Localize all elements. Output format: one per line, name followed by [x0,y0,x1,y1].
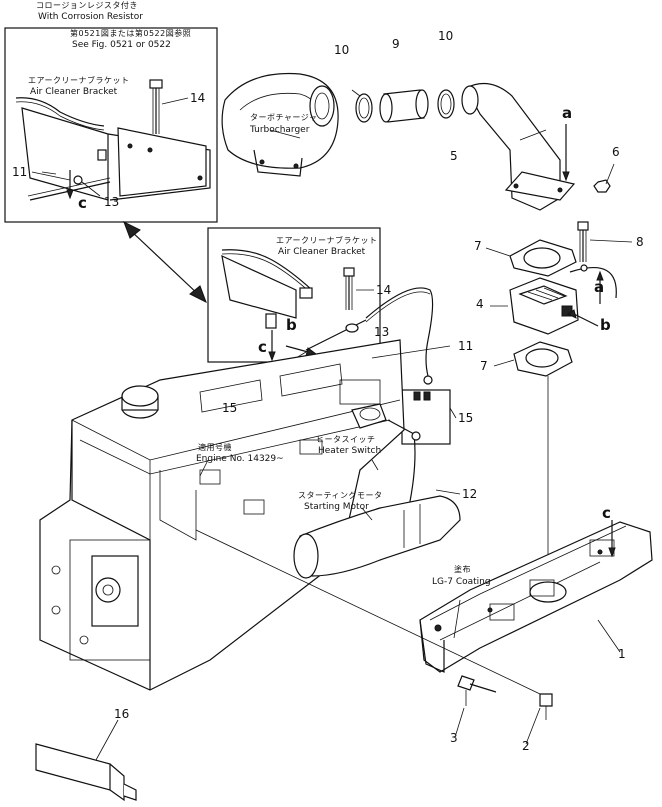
engine-block [39,339,405,691]
bracket-detail-box [207,227,381,363]
callout-15-left: 15 [222,401,238,415]
bolt-3 [457,675,497,706]
bracket-en-label: Air Cleaner Bracket [30,87,118,97]
starting-motor [293,495,461,579]
callout-10-left: 10 [334,43,350,57]
callout-10-right: 10 [438,29,454,43]
wire-11 [365,287,434,377]
callout-14-inset: 14 [190,91,206,105]
hose-9 [379,89,429,123]
engine-jp-label: 適用号機 [198,443,232,452]
callout-4: 4 [476,297,484,311]
callout-7-upper: 7 [474,239,482,253]
letter-b-right: b [600,316,611,334]
double-arrow-icon [123,220,207,304]
gasket-7-upper [485,239,577,277]
corrosion-resistor-inset [4,27,218,223]
letter-b-box: b [286,316,297,334]
bolt-2 [539,693,553,720]
header-en-label: With Corrosion Resistor [38,12,143,22]
coating-en-label: LG-7 Coating [432,577,491,587]
turbo-en-label: Turbocharger [250,125,310,135]
callout-14-box: 14 [376,283,392,297]
callout-12: 12 [462,487,478,501]
callout-16: 16 [114,707,130,721]
starter-jp-label: スターティングモータ [298,491,383,500]
heater-en-label: Heater Switch [318,446,382,456]
callout-13-inset: 13 [104,195,120,209]
coating-jp-label: 塗布 [454,565,471,574]
bracket2-jp-label: エアークリーナブラケット [276,236,378,245]
bolt-8 [577,221,633,262]
bracket2-en-label: Air Cleaner Bracket [278,247,366,257]
callout-5: 5 [450,149,458,163]
letter-c-box: c [258,338,267,356]
bracket-jp-label: エアークリーナブラケット [28,76,130,85]
callout-1: 1 [618,647,626,661]
callout-15-right: 15 [458,411,474,425]
fig-ref-jp-label: 第0521図または第0522図参照 [70,29,192,38]
letter-a-right: a [594,278,605,296]
gasket-7-lower [493,341,573,377]
terminal-box-15-right [401,389,451,445]
callout-11-main: 11 [458,339,474,353]
header-jp-label: コロージョンレジスタ付き [36,1,138,10]
callout-6: 6 [612,145,620,159]
callout-13-box: 13 [374,325,390,339]
callout-7-lower: 7 [480,359,488,373]
letter-c-inset: c [78,194,87,212]
intake-elbow-5 [461,82,576,211]
letter-c-right: c [602,504,611,522]
bolt-14-inset [149,79,189,134]
letter-a-top: a [562,104,573,122]
heater-wire [569,267,617,299]
callout-11-inset: 11 [12,165,28,179]
hose-clamp-10-right [437,89,455,119]
engine-en-label: Engine No. 14329~ [196,454,284,464]
intake-manifold-1 [419,521,653,673]
turbocharger [221,72,339,177]
intake-heater-4 [490,277,579,335]
turbo-jp-label: ターボチャージャ [250,113,318,122]
callout-9: 9 [392,37,400,51]
heater-jp-label: ヒータスイッチ [316,435,376,444]
callout-3: 3 [450,731,458,745]
nut-6 [593,163,615,193]
callout-2: 2 [522,739,530,753]
fig-ref-en-label: See Fig. 0521 or 0522 [72,40,171,50]
hose-clamp-10-left [351,89,373,123]
callout-8: 8 [636,235,644,249]
tool-16 [35,719,137,802]
starter-en-label: Starting Motor [304,502,369,512]
